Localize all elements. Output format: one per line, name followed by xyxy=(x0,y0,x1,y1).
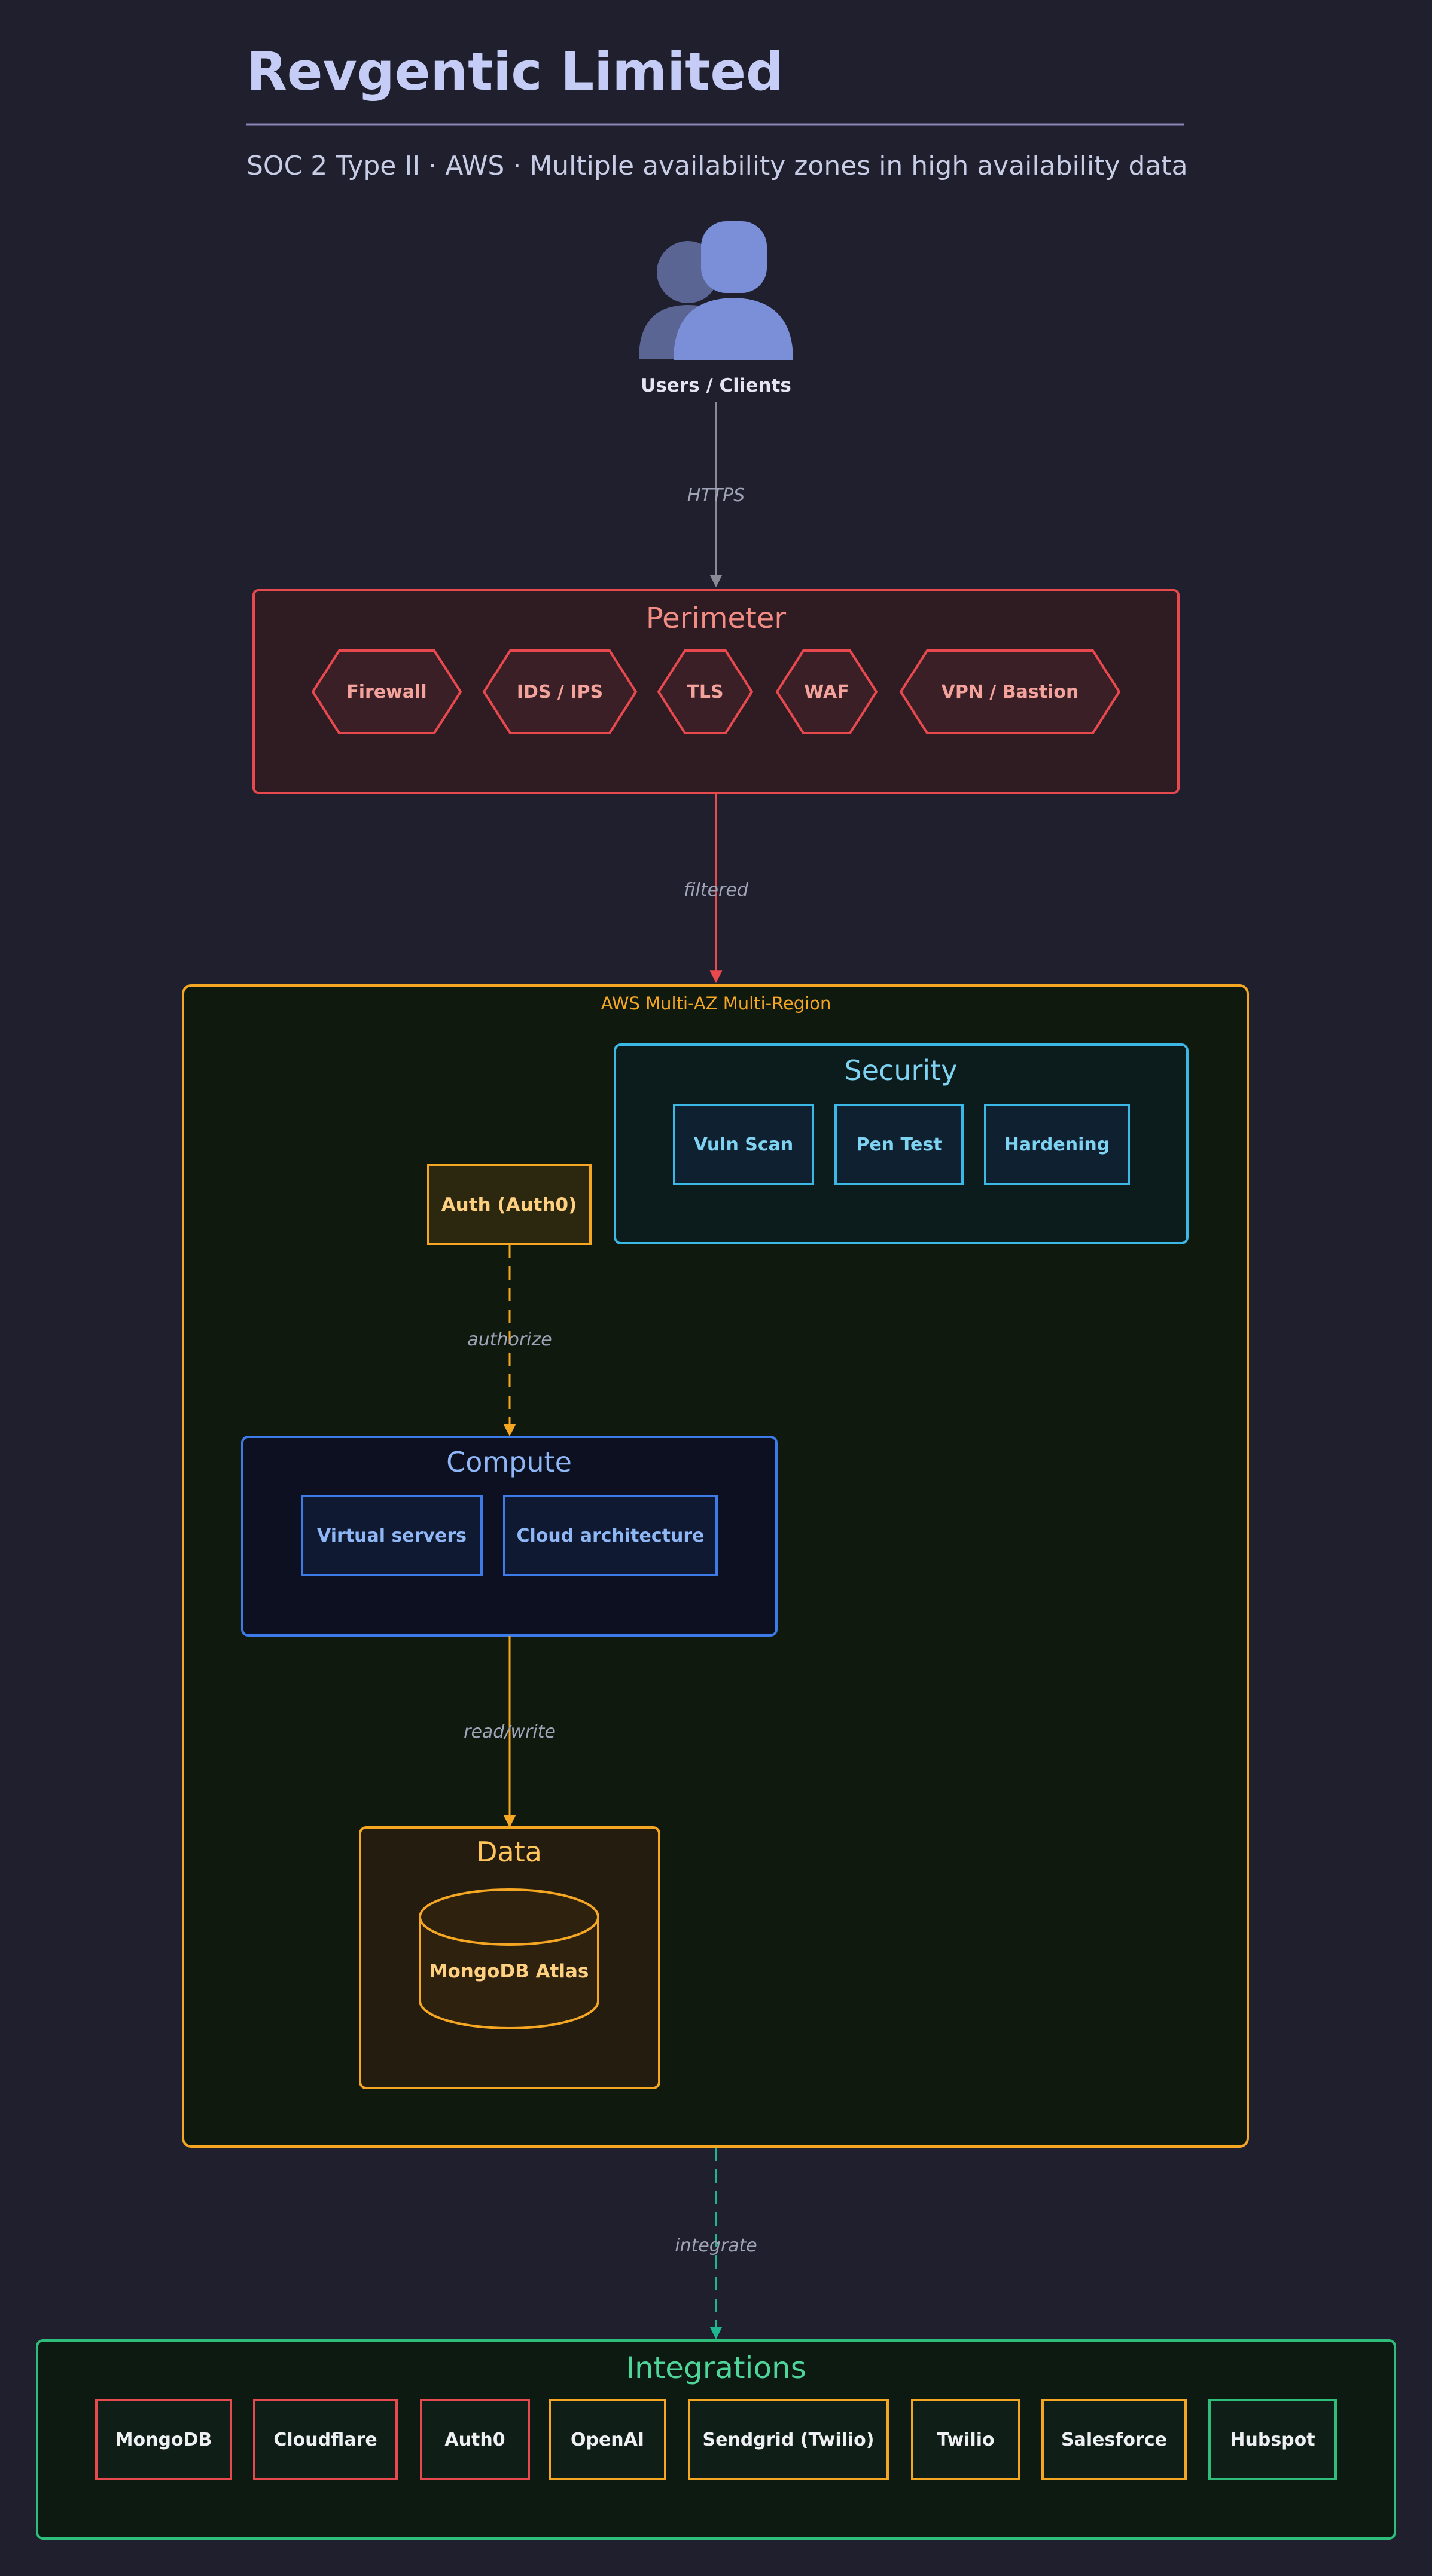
security-item-vuln-scan: Vuln Scan xyxy=(673,1104,814,1185)
perimeter-item-label: WAF xyxy=(804,682,849,703)
perimeter-item-waf: WAF xyxy=(775,649,878,734)
integration-auth0: Auth0 xyxy=(420,2399,530,2480)
perimeter-item-ids-ips: IDS / IPS xyxy=(482,649,638,734)
perimeter-item-label: TLS xyxy=(687,682,723,703)
auth-node: Auth (Auth0) xyxy=(427,1164,592,1245)
aws-zone-label: AWS Multi-AZ Multi-Region xyxy=(601,993,831,1014)
security-item-hardening: Hardening xyxy=(984,1104,1130,1185)
integration-label: Twilio xyxy=(937,2430,994,2450)
integration-label: MongoDB xyxy=(115,2430,212,2450)
integration-sendgrid-twilio: Sendgrid (Twilio) xyxy=(688,2399,889,2480)
compute-zone: Compute Virtual servers Cloud architectur… xyxy=(241,1436,778,1637)
integration-cloudflare: Cloudflare xyxy=(253,2399,398,2480)
compute-item-cloud-architecture: Cloud architecture xyxy=(503,1495,718,1576)
integration-label: Hubspot xyxy=(1230,2430,1315,2450)
edge-label-authorize: authorize xyxy=(467,1329,552,1350)
data-zone: Data MongoDB Atlas xyxy=(359,1826,660,2089)
integration-label: Cloudflare xyxy=(273,2430,377,2450)
data-title: Data xyxy=(476,1836,542,1868)
integration-hubspot: Hubspot xyxy=(1208,2399,1337,2480)
compute-item-label: Virtual servers xyxy=(317,1525,467,1546)
security-item-label: Vuln Scan xyxy=(694,1134,794,1155)
compute-item-label: Cloud architecture xyxy=(517,1525,705,1546)
edge-label-readwrite: read/write xyxy=(464,1722,556,1742)
compute-title: Compute xyxy=(446,1446,572,1478)
compute-item-virtual-servers: Virtual servers xyxy=(301,1495,483,1576)
perimeter-item-vpn-bastion: VPN / Bastion xyxy=(899,649,1121,734)
users-icon xyxy=(639,221,793,360)
users-label: Users / Clients xyxy=(641,375,791,396)
integration-label: Auth0 xyxy=(444,2430,505,2450)
database-label: MongoDB Atlas xyxy=(429,1961,589,1982)
security-title: Security xyxy=(845,1054,958,1086)
page-subtitle: SOC 2 Type II · AWS · Multiple availabil… xyxy=(246,151,1188,181)
integration-label: Salesforce xyxy=(1061,2430,1167,2450)
integrations-zone: Integrations MongoDB Cloudflare Auth0 OpenA… xyxy=(36,2339,1396,2540)
perimeter-item-label: Firewall xyxy=(346,682,426,703)
integration-openai: OpenAI xyxy=(549,2399,666,2480)
integration-mongodb: MongoDB xyxy=(95,2399,232,2480)
perimeter-item-label: VPN / Bastion xyxy=(942,682,1079,703)
perimeter-zone: Perimeter Firewall IDS / IPS TLS WAF VPN / B… xyxy=(252,589,1180,794)
integrations-title: Integrations xyxy=(626,2351,806,2385)
edge-label-integrate: integrate xyxy=(675,2235,757,2256)
integration-twilio: Twilio xyxy=(911,2399,1020,2480)
integration-label: Sendgrid (Twilio) xyxy=(702,2430,874,2450)
perimeter-item-tls: TLS xyxy=(657,649,754,734)
edge-label-https: HTTPS xyxy=(687,485,745,506)
security-item-label: Pen Test xyxy=(856,1134,942,1155)
page-title: Revgentic Limited xyxy=(246,41,784,102)
database-cylinder-icon xyxy=(419,1888,599,2029)
security-zone: Security Vuln Scan Pen Test Hardening xyxy=(614,1043,1189,1244)
security-item-pen-test: Pen Test xyxy=(834,1104,964,1185)
integration-label: OpenAI xyxy=(571,2430,644,2450)
perimeter-item-label: IDS / IPS xyxy=(517,682,603,703)
perimeter-title: Perimeter xyxy=(646,602,786,635)
security-item-label: Hardening xyxy=(1004,1134,1110,1155)
perimeter-item-firewall: Firewall xyxy=(311,649,462,734)
edge-label-filtered: filtered xyxy=(684,880,749,901)
integration-salesforce: Salesforce xyxy=(1041,2399,1187,2480)
auth-label: Auth (Auth0) xyxy=(441,1194,577,1216)
